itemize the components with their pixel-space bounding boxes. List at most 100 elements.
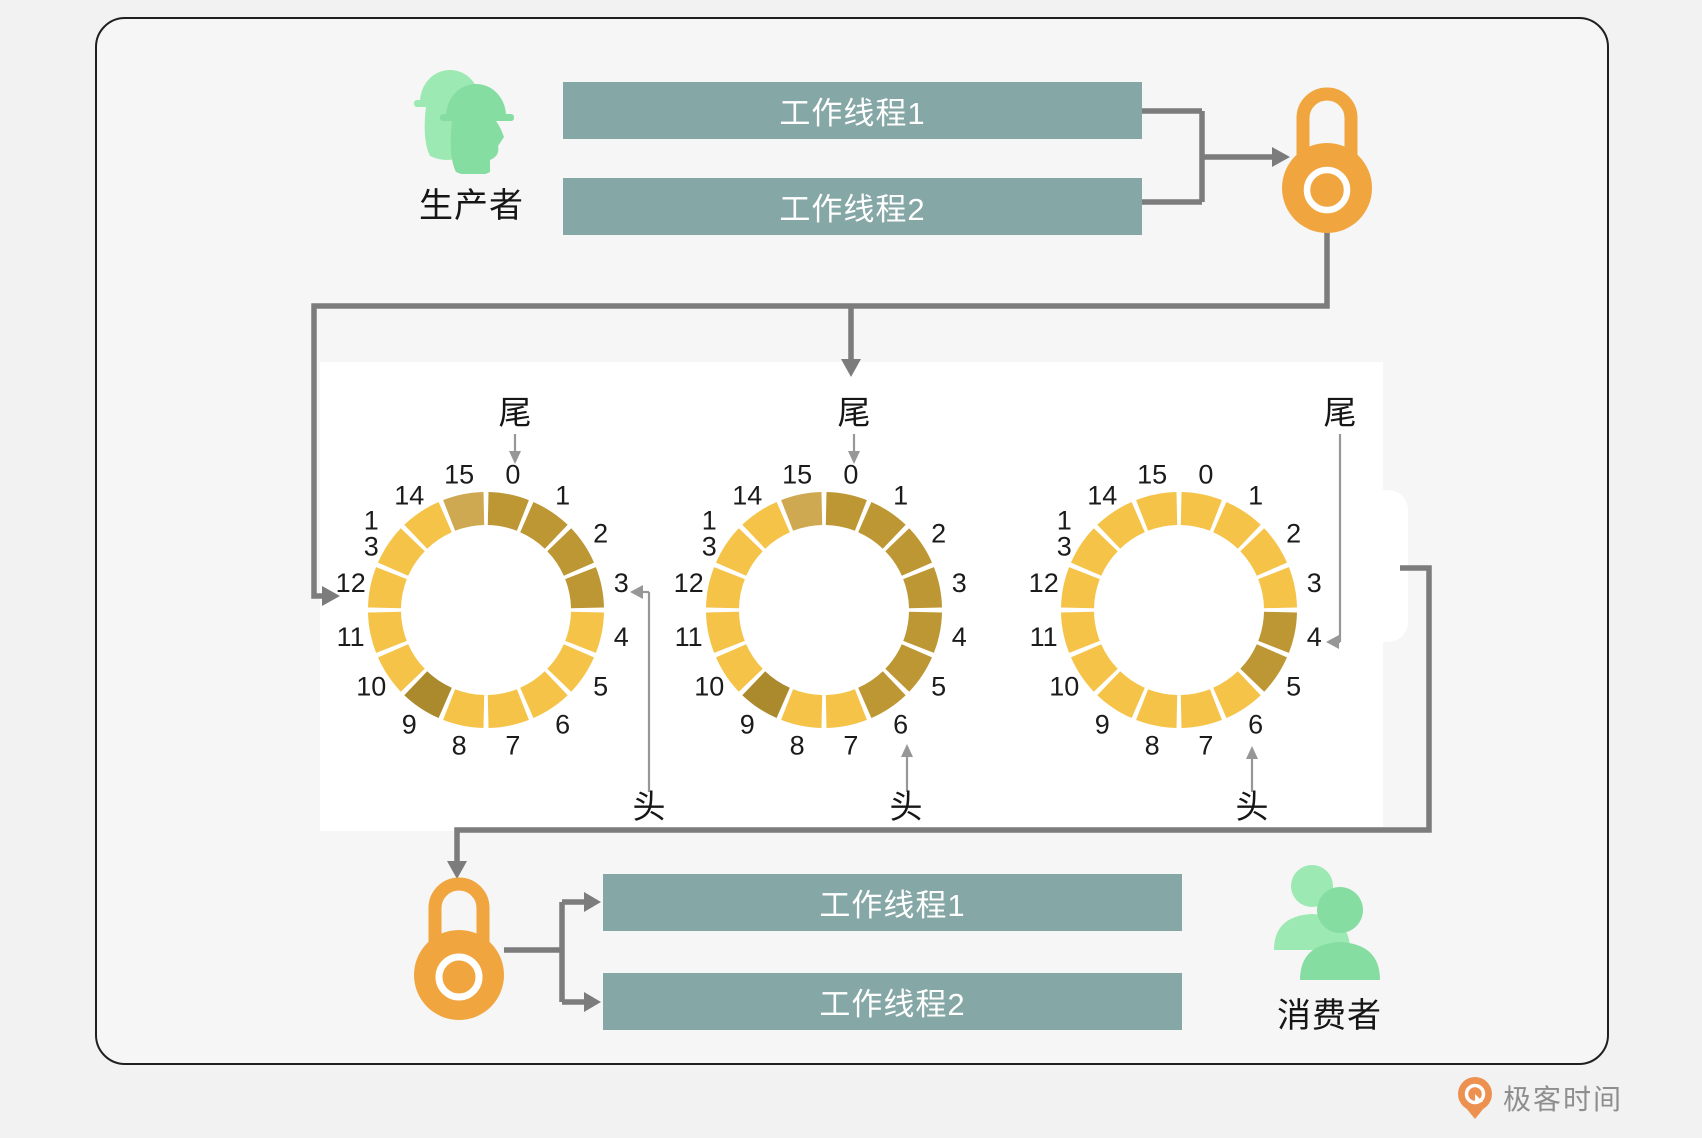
slot-label-2: 2 — [593, 518, 608, 548]
producer-thread-1-bar: 工作线程1 — [563, 82, 1142, 139]
slot-label-2: 2 — [1286, 518, 1301, 548]
slot-5 — [547, 644, 594, 692]
ring-buffer-1-tail-label: 尾 — [499, 394, 532, 431]
slot-label-12: 12 — [336, 568, 366, 598]
slot-label-11: 11 — [1030, 622, 1058, 652]
slot-label-5: 5 — [931, 672, 946, 702]
slot-9 — [404, 671, 452, 718]
slot-6 — [520, 671, 568, 718]
slot-label-10: 10 — [1049, 672, 1079, 702]
slot-4 — [903, 611, 942, 653]
head-pointer-arrowhead — [630, 585, 643, 599]
slot-10 — [1071, 644, 1118, 692]
producer-workers-icon — [412, 62, 526, 179]
consumer-thread-1-bar: 工作线程1 — [603, 874, 1182, 931]
slot-label-10: 10 — [356, 672, 386, 702]
slot-7 — [487, 689, 529, 728]
tail-pointer-arrowhead — [509, 451, 521, 464]
slot-label-6: 6 — [1248, 710, 1263, 740]
slot-label-14: 14 — [394, 480, 424, 510]
consumer-lock-icon — [414, 877, 504, 1020]
slot-0 — [487, 492, 529, 531]
slot-label-9: 9 — [740, 710, 755, 740]
ring-buffer-3-head-label: 头 — [1236, 788, 1269, 825]
slot-label-4: 4 — [952, 622, 967, 652]
slot-13 — [378, 528, 425, 576]
head-pointer-arrowhead — [901, 744, 913, 757]
slot-label-8: 8 — [790, 730, 805, 760]
slot-label-0: 0 — [505, 460, 520, 490]
producer-label: 生产者 — [419, 187, 524, 225]
slot-label-9: 9 — [402, 710, 417, 740]
slot-label-15: 15 — [782, 460, 812, 490]
lock-body — [414, 930, 504, 1020]
slot-1 — [1213, 502, 1261, 549]
slot-11 — [368, 611, 407, 653]
slot-1 — [520, 502, 568, 549]
lock-keyhole — [1303, 166, 1351, 214]
slot-13 — [1071, 528, 1118, 576]
slot-label-9: 9 — [1095, 710, 1110, 740]
arrowhead-into-panel-top — [841, 359, 861, 377]
slot-9 — [742, 671, 790, 718]
slot-12 — [706, 567, 745, 609]
ring-buffer-2-tail-label: 尾 — [838, 394, 871, 431]
lock-keyhole — [435, 953, 483, 1001]
flow-line-threads-merge — [1142, 108, 1276, 205]
geektime-logo-text: 极客时间 — [1503, 1084, 1624, 1115]
slot-4 — [565, 611, 604, 653]
slot-8 — [443, 689, 485, 728]
slot-3 — [903, 567, 942, 609]
lock-shackle — [1296, 87, 1358, 162]
slot-14 — [742, 502, 790, 549]
arrowhead-into-panel-left — [322, 586, 340, 606]
ring-buffer-2-tail-pointer: 尾 — [838, 394, 871, 464]
slot-label-4: 4 — [1307, 622, 1322, 652]
slot-6 — [1213, 671, 1261, 718]
slot-15 — [781, 492, 823, 531]
slot-label-11: 11 — [337, 622, 365, 652]
slot-label-5: 5 — [593, 672, 608, 702]
ring-buffer-2-head-pointer: 头 — [890, 744, 923, 825]
slot-2 — [547, 528, 594, 576]
slot-9 — [1097, 671, 1145, 718]
arrowhead-into-bottom-lock — [447, 861, 467, 879]
consumer-thread-1-label: 工作线程1 — [819, 888, 966, 923]
geektime-logo: 极客时间 — [1455, 1075, 1623, 1121]
producer-thread-1-label: 工作线程1 — [779, 96, 926, 131]
slot-15 — [1136, 492, 1178, 531]
slot-label-8: 8 — [1145, 730, 1160, 760]
consumer-thread-2-bar: 工作线程2 — [603, 973, 1182, 1030]
slot-label-3: 3 — [614, 568, 629, 598]
slot-label-8: 8 — [452, 730, 467, 760]
slot-7 — [825, 689, 867, 728]
slot-label-7: 7 — [505, 730, 520, 760]
producer-lock-icon — [1282, 87, 1372, 233]
consumer-label: 消费者 — [1277, 997, 1382, 1035]
slot-label-1: 1 — [1248, 480, 1263, 510]
user-front-silhouette — [1300, 887, 1380, 980]
slot-label-12: 12 — [674, 568, 704, 598]
slot-label-12: 12 — [1029, 568, 1059, 598]
slot-7 — [1180, 689, 1222, 728]
ring-buffer-3-tail-pointer: 尾 — [1324, 394, 1357, 649]
slot-label-3: 3 — [952, 568, 967, 598]
slot-label-1: 1 — [893, 480, 908, 510]
slot-0 — [825, 492, 867, 531]
lock-shackle — [428, 877, 490, 950]
slot-2 — [885, 528, 932, 576]
slot-5 — [1240, 644, 1287, 692]
slot-label-15: 15 — [444, 460, 474, 490]
ring-buffer-1-head-label: 头 — [633, 788, 666, 825]
ring-buffer-3-head-pointer: 头 — [1236, 746, 1269, 825]
consumer-flow-lines — [447, 565, 1432, 1012]
slot-3 — [565, 567, 604, 609]
tail-pointer-arrowhead — [848, 451, 860, 464]
slot-1 — [858, 502, 906, 549]
